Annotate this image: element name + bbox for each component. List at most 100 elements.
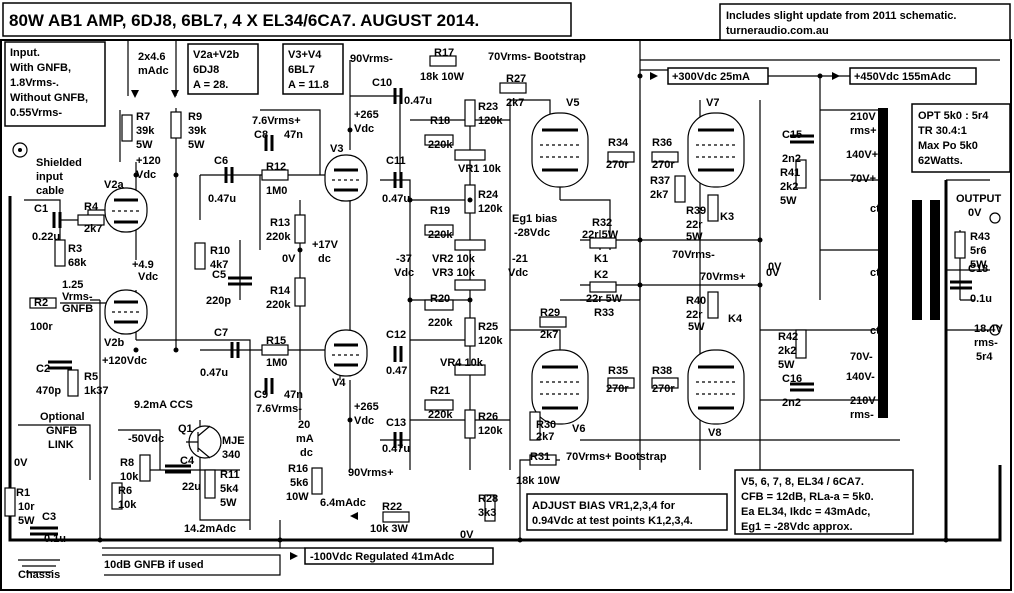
capacitor-c4 bbox=[165, 464, 191, 474]
label-r2v: 100r bbox=[30, 321, 53, 333]
v2-note-1: V2a+V2b bbox=[193, 49, 239, 61]
input-note-4: Without GNFB, bbox=[10, 92, 88, 104]
label-v8: V8 bbox=[708, 427, 721, 439]
label-r40: R40 bbox=[686, 295, 706, 307]
label-g125c: GNFB bbox=[62, 303, 93, 315]
label-r18: R18 bbox=[430, 115, 450, 127]
label-r29: R29 bbox=[540, 307, 560, 319]
label-p49b: Vdc bbox=[138, 271, 158, 283]
adjust-note-2: 0.94Vdc at test points K1,2,3,4. bbox=[532, 515, 693, 527]
label-r37v: 2k7 bbox=[650, 189, 668, 201]
resistor-r8 bbox=[139, 454, 151, 482]
label-v2b: V2b bbox=[104, 337, 124, 349]
resistor-r31 bbox=[529, 454, 557, 466]
label-r14: R14 bbox=[270, 285, 291, 297]
label-c15v: 2n2 bbox=[782, 153, 801, 165]
label-p265b: Vdc bbox=[354, 123, 374, 135]
label-ct3: ct bbox=[870, 325, 880, 337]
capacitor-c16 bbox=[790, 382, 814, 392]
label-r20: R20 bbox=[430, 293, 450, 305]
label-r21v: 220k bbox=[428, 409, 453, 421]
label-r33v: 22r 5W bbox=[586, 293, 623, 305]
label-r17: R17 bbox=[434, 47, 454, 59]
label-ma2: mAdc bbox=[138, 65, 169, 77]
label-g125: 1.25 bbox=[62, 279, 83, 291]
label-r22: R22 bbox=[382, 501, 402, 513]
label-n21: -21 bbox=[512, 253, 528, 265]
capacitor-c3 bbox=[30, 526, 58, 536]
resistor-r32 bbox=[589, 237, 617, 249]
label-c3v: 0.1u bbox=[44, 533, 66, 545]
label-r5: R5 bbox=[84, 371, 98, 383]
update-box bbox=[719, 3, 1011, 41]
label-n37: -37 bbox=[396, 253, 412, 265]
label-p17b: dc bbox=[318, 253, 331, 265]
label-m64: 6.4mAdc bbox=[320, 497, 366, 509]
label-r10v: 4k7 bbox=[210, 259, 228, 271]
label-n50: -50Vdc bbox=[128, 433, 164, 445]
label-r42: R42 bbox=[778, 331, 798, 343]
label-r30: R30 bbox=[536, 419, 556, 431]
label-c1v: 0.22u bbox=[32, 231, 60, 243]
tube-v5 bbox=[531, 112, 589, 188]
component-labels: ShieldedinputcableC10.22uR42k7R368kV2aV2… bbox=[14, 47, 1003, 581]
capacitor-c11 bbox=[393, 172, 403, 188]
label-c3: C3 bbox=[42, 511, 56, 523]
label-input: input bbox=[36, 171, 63, 183]
label-c15: C15 bbox=[782, 129, 802, 141]
label-v5: V5 bbox=[566, 97, 579, 109]
resistor-r38 bbox=[651, 377, 679, 389]
label-r18v: 220k bbox=[428, 139, 453, 151]
label-c6v: 0.47u bbox=[208, 193, 236, 205]
label-c5: C5 bbox=[212, 269, 226, 281]
label-r1: R1 bbox=[16, 487, 30, 499]
label-c7: C7 bbox=[214, 327, 228, 339]
v3-note-2: 6BL7 bbox=[288, 64, 315, 76]
label-r26: R26 bbox=[478, 411, 498, 423]
capacitors bbox=[30, 88, 972, 536]
input-jack-center bbox=[18, 148, 22, 152]
resistor-r25 bbox=[464, 317, 476, 347]
label-r23v: 120k bbox=[478, 115, 503, 127]
label-r7w: 5W bbox=[136, 139, 153, 151]
label-t210a: 210V bbox=[850, 111, 876, 123]
label-o184b: rms- bbox=[974, 337, 998, 349]
resistor-r2 bbox=[29, 297, 57, 309]
chassis-ground-icon bbox=[18, 559, 60, 573]
label-mje2: 340 bbox=[222, 449, 240, 461]
input-box bbox=[4, 41, 106, 127]
opt-note-box bbox=[911, 103, 1011, 173]
label-c12v: 0.47 bbox=[386, 365, 407, 377]
label-r25: R25 bbox=[478, 321, 498, 333]
label-r12v: 1M0 bbox=[266, 185, 287, 197]
label-r36v: 270r bbox=[652, 159, 675, 171]
resistor-r39 bbox=[707, 194, 719, 222]
label-ct2: ct bbox=[870, 267, 880, 279]
label-outl: OUTPUT bbox=[956, 193, 1002, 205]
label-c12: C12 bbox=[386, 329, 406, 341]
label-mje: MJE bbox=[222, 435, 245, 447]
label-r41: R41 bbox=[780, 167, 800, 179]
label-c11v: 0.47u bbox=[382, 193, 410, 205]
capacitor-c5 bbox=[228, 276, 252, 286]
rail-minus100-label: -100Vdc Regulated 41mAdc bbox=[310, 551, 454, 563]
label-r13: R13 bbox=[270, 217, 290, 229]
resistor-r14 bbox=[294, 277, 306, 307]
tube-v4 bbox=[324, 329, 368, 377]
resistor-r42 bbox=[795, 329, 807, 359]
opt-core-bar bbox=[912, 200, 922, 320]
label-r11w: 5W bbox=[220, 497, 237, 509]
label-n37b: Vdc bbox=[394, 267, 414, 279]
label-eg1: Eg1 bias bbox=[512, 213, 557, 225]
label-v90m: 90Vrms- bbox=[350, 53, 393, 65]
v2-note-box bbox=[187, 43, 259, 95]
label-o184: 18.4V bbox=[974, 323, 1003, 335]
label-r39v: 22r bbox=[686, 219, 703, 231]
specs-note-3: Ea EL34, Ikdc = 43mAdc, bbox=[741, 506, 870, 518]
resistor-r11 bbox=[204, 469, 216, 499]
specs-note-1: V5, 6, 7, 8, EL34 / 6CA7. bbox=[741, 476, 864, 488]
resistor-r28 bbox=[484, 494, 496, 522]
opt-note-2: TR 30.4:1 bbox=[918, 125, 967, 137]
label-c4: C4 bbox=[180, 455, 195, 467]
label-c16v: 2n2 bbox=[782, 397, 801, 409]
